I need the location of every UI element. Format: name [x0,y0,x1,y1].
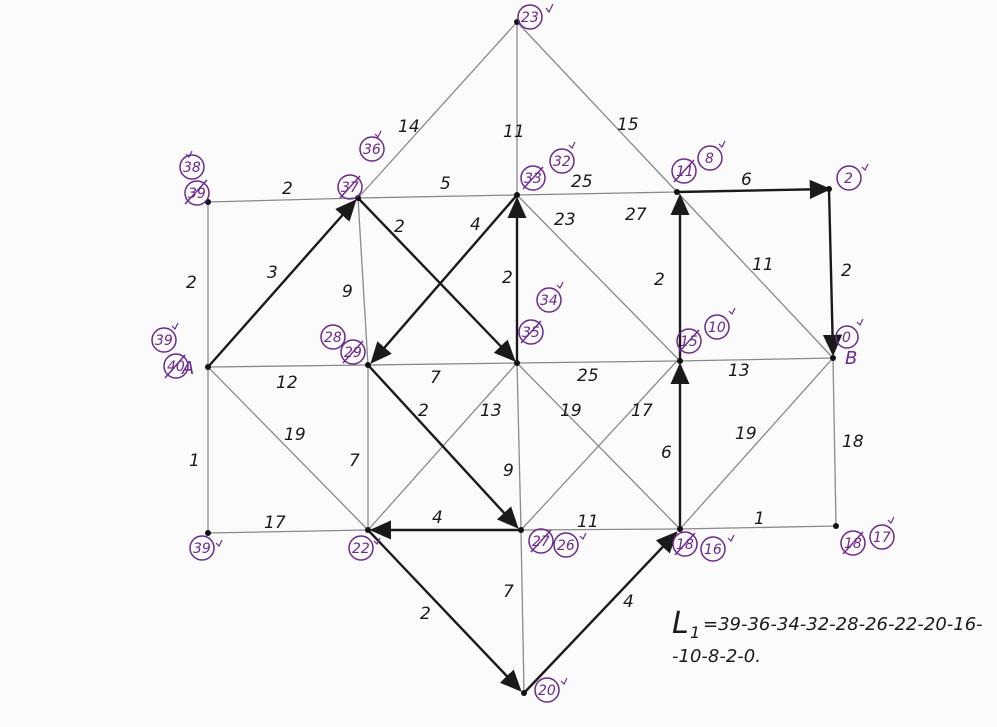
label-n18r-b: 17 [873,530,891,546]
w-21: 13 [728,361,750,381]
label-B: 0 [842,330,851,346]
label-n18-b: 16 [704,542,722,558]
w-24: 7 [349,451,360,471]
w-28: 17 [631,401,653,421]
w-25: 2 [418,401,429,421]
w-1: 14 [398,117,420,137]
label-n33-b: 32 [553,154,571,170]
label-n29-a: 28 [324,330,342,346]
w-30: 19 [735,424,757,444]
label-A-a: 39 [155,333,173,349]
w-22: 1 [189,451,200,471]
edge-weights: 2 14 5 11 25 15 6 2 3 9 2 4 2 23 27 2 11… [186,115,864,624]
w-19: 7 [430,368,441,388]
node-labels: 23 38 39 36 37 33 32 11 8 2 39 [151,3,895,703]
w-5: 15 [617,115,639,135]
w-33: 4 [432,508,443,528]
w-10: 2 [394,217,405,237]
w-23: 19 [284,425,306,445]
path-annotation: L 1 =39-36-34-32-28-26-22-20-16- -10-8-2… [672,606,983,667]
w-39: 4 [623,592,634,612]
w-3: 11 [503,122,525,142]
w-29: 6 [661,443,672,463]
w-0: 2 [282,179,293,199]
label-n27top-a: 36 [363,142,381,158]
w-7: 2 [186,273,197,293]
node-letter-A: A [181,358,194,379]
label-n20: 20 [538,683,556,699]
w-11: 4 [470,215,481,235]
thin-edges [207,21,837,694]
w-15: 2 [654,270,665,290]
label-n2: 2 [844,171,853,187]
w-6: 6 [741,170,752,190]
label-n11-b: 8 [705,151,714,167]
w-8: 3 [267,263,278,283]
w-35: 11 [577,512,599,532]
w-27: 19 [560,401,582,421]
path-subscript: 1 [690,623,700,642]
w-18: 12 [276,373,298,393]
label-bottom-left: 39 [193,541,211,557]
label-n27bot-b: 26 [557,538,575,554]
label-n15-b: 10 [708,320,726,336]
bold-edges [207,179,843,694]
node-letter-B: B [845,348,857,369]
w-17: 2 [841,261,852,281]
label-n11-a: 11 [676,164,694,180]
label-n35-a: 34 [540,293,558,309]
w-9: 9 [342,282,353,302]
w-4: 25 [571,172,593,192]
path-line-1: =39-36-34-32-28-26-22-20-16- [703,614,983,635]
w-31: 18 [842,432,864,452]
w-2: 5 [440,174,451,194]
w-12: 2 [502,268,513,288]
w-32: 17 [264,513,286,533]
w-37: 2 [420,604,431,624]
path-label: L [672,606,689,641]
label-left-top-a: 38 [183,160,201,176]
label-top: 23 [521,10,539,26]
w-20: 25 [577,366,599,386]
label-left-top-b: 39 [188,186,206,202]
w-38: 7 [503,582,514,602]
vertex-dots [205,19,839,696]
w-14: 27 [625,205,647,225]
w-13: 23 [554,210,576,230]
w-36: 1 [754,509,765,529]
w-26: 13 [480,401,502,421]
label-n22: 22 [352,541,370,557]
w-34: 9 [503,461,514,481]
path-line-2: -10-8-2-0. [672,646,761,667]
w-16: 11 [752,255,774,275]
